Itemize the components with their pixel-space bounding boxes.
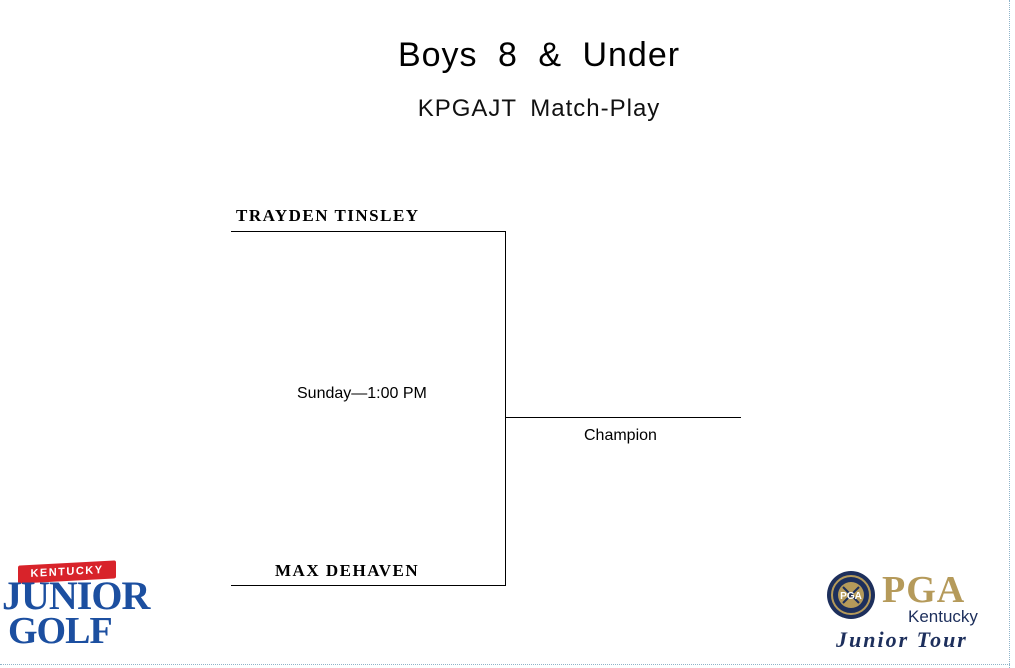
page-border-bottom	[0, 664, 1010, 665]
pga-seal-text: PGA	[840, 591, 862, 602]
pga-tagline: Junior Tour	[836, 627, 968, 652]
pga-word: PGA	[882, 569, 966, 611]
pga-kentucky-junior-tour-logo: PGA PGA Kentucky Junior Tour	[826, 566, 996, 658]
match-time: Sunday—1:00 PM	[297, 385, 427, 402]
pga-seal-icon: PGA	[827, 571, 875, 619]
bracket-line-top	[231, 231, 506, 232]
player-top-name: Trayden Tinsley	[236, 206, 420, 225]
champion-label: Champion	[584, 427, 657, 444]
bracket-line-champion	[505, 417, 741, 418]
pga-region: Kentucky	[908, 607, 978, 626]
page-border-right	[1009, 0, 1010, 668]
logo-junior-word: JUNIOR	[2, 573, 150, 618]
page-subtitle: KPGAJT Match-Play	[417, 95, 661, 122]
logo-golf-word: GOLF	[8, 610, 113, 652]
page-title: Boys 8 & Under	[397, 36, 681, 74]
player-bottom-name: Max DeHaven	[275, 561, 420, 580]
kentucky-junior-golf-logo: KENTUCKY JUNIOR GOLF	[0, 560, 150, 660]
bracket-line-bottom	[231, 585, 506, 586]
bracket-line-vertical	[505, 231, 506, 586]
